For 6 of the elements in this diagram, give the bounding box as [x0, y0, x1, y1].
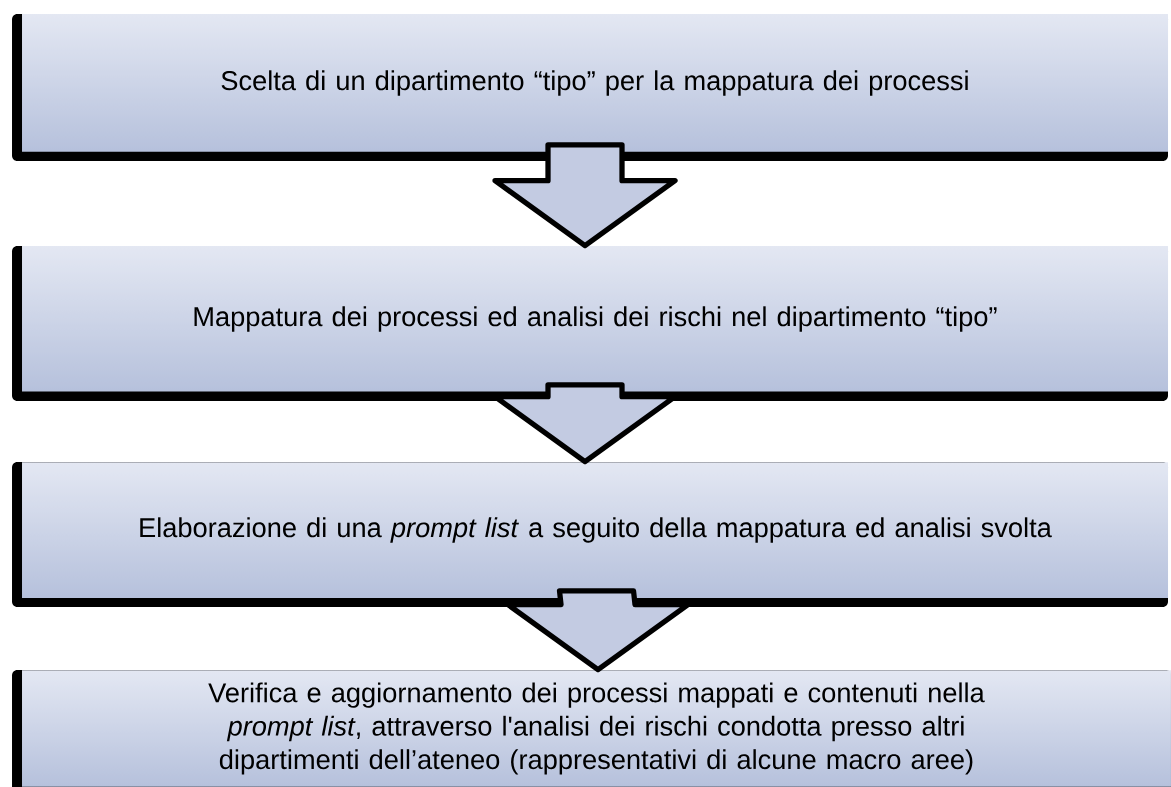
block-arrow: [505, 588, 691, 673]
process-box: Scelta di un dipartimento “tipo” per la mappatura dei processi: [12, 14, 1168, 161]
block-arrow: [492, 142, 678, 249]
process-box: Mappatura dei processi ed analisi dei rischi nel dipartimento “tipo”: [12, 246, 1168, 401]
process-box: Elaborazione di una prompt list a seguito della mappatura ed analisi svolta: [12, 462, 1168, 607]
process-box: Verifica e aggiornamento dei processi mappati e contenuti nella prompt list, attraverso l'analisi dei rischi condotta presso altri dipartimenti dell’ateneo (rappresentativi di alcune macro aree): [12, 670, 1171, 787]
